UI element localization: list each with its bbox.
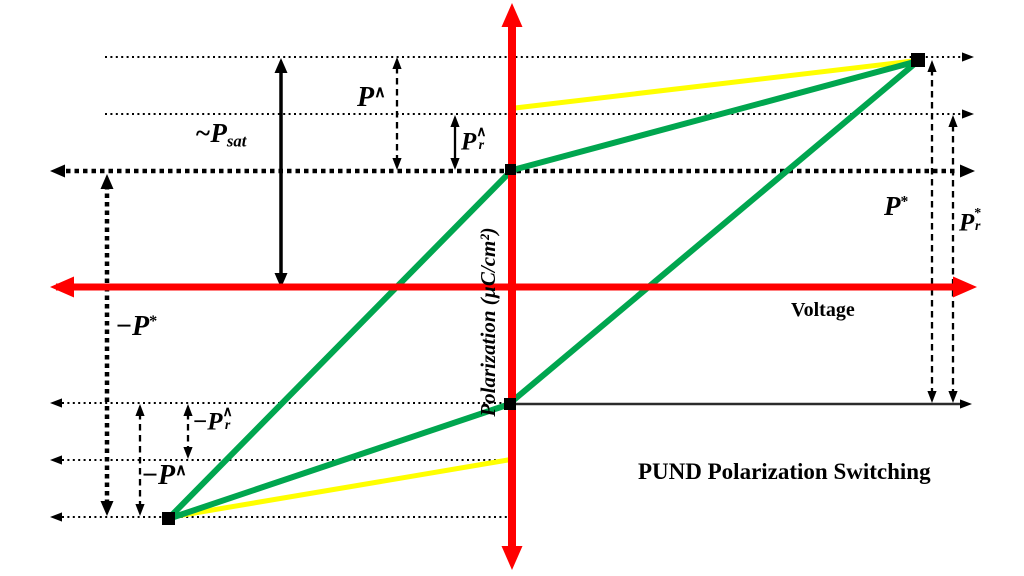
ref-line-neg-saturation-level [50, 512, 509, 522]
green-line-neg-remanent-to-pos-sat [507, 58, 920, 407]
neg-pr-up-label: −P∧r [193, 405, 233, 436]
pr-up-label: P∧r [461, 125, 487, 156]
measure-pr-up [450, 115, 460, 170]
arrow-head [960, 399, 972, 409]
arrow-head [960, 164, 975, 178]
arrow-head [100, 501, 114, 516]
green-line-neg-sat-to-pos-remanent [165, 168, 514, 522]
green-line-pos-remanent-to-pos-sat [508, 58, 919, 174]
ref-line-lower-yellow-level [50, 455, 508, 465]
arrow-head [183, 447, 193, 459]
p-up-label: P∧ [357, 82, 386, 113]
marker-positive-saturation-point [911, 53, 925, 67]
figure-title: PUND Polarization Switching [638, 459, 931, 484]
arrow-head [392, 57, 402, 69]
arrow-head [927, 391, 937, 403]
measure-neg-pr-up [183, 404, 193, 459]
arrow-head [450, 158, 460, 170]
measure-p-up [392, 57, 402, 170]
arrow-head [962, 109, 974, 119]
arrow-head [392, 158, 402, 170]
arrow-head [962, 52, 974, 62]
neg-p-star-label: −P* [116, 311, 158, 342]
arrow-head [450, 115, 460, 127]
arrow-head [927, 60, 937, 72]
arrow-head [501, 3, 523, 27]
neg-remanent-axis-line [514, 399, 972, 409]
arrow-head [50, 276, 74, 298]
arrow-head [50, 455, 62, 465]
y-axis [501, 3, 523, 570]
arrow-head [948, 115, 958, 127]
measure-p-star [927, 60, 937, 403]
arrow-head [183, 404, 193, 416]
yellow-line-non-switching-top [514, 58, 914, 111]
measure-psat [274, 58, 288, 288]
ref-line-neg-remanent-level [50, 398, 511, 408]
x-axis-label: Voltage [791, 299, 855, 321]
measure-neg-p-up [135, 404, 145, 516]
yellow-line-non-switching-bottom [170, 456, 515, 520]
ref-line-upper-yellow-level [105, 109, 974, 119]
y-axis-label: Polarization (µC/cm²) [476, 227, 500, 417]
p-star-label: P* [884, 191, 909, 221]
arrow-head [50, 164, 65, 178]
arrow-head [135, 504, 145, 516]
arrow-head [501, 546, 523, 570]
green-line-neg-sat-to-neg-remanent [167, 401, 511, 522]
measure-neg-p-star [100, 174, 114, 516]
ref-line-pos-saturation-level [105, 52, 974, 62]
measure-pr-star [948, 115, 958, 403]
arrow-head [274, 58, 288, 73]
marker-positive-remanent-point [505, 164, 516, 175]
neg-p-up-label: −P∧ [142, 460, 187, 491]
pr-star-label: P*r [959, 206, 982, 237]
arrow-head [948, 391, 958, 403]
arrow-head [953, 276, 977, 298]
marker-negative-saturation-point [162, 512, 175, 525]
marker-negative-remanent-point [504, 398, 516, 410]
arrow-head [135, 404, 145, 416]
arrow-head [50, 398, 62, 408]
arrow-head [50, 512, 62, 522]
psat-label: ~Psat [195, 118, 247, 151]
arrow-head [100, 174, 114, 189]
